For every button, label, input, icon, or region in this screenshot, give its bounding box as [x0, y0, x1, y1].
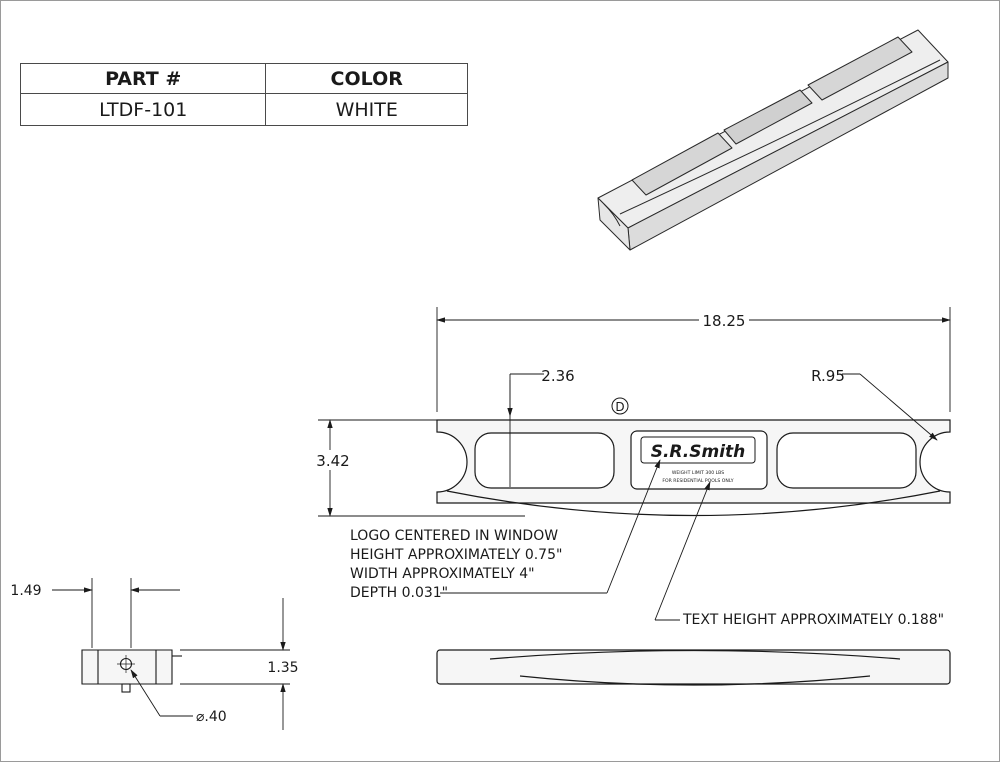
side-view-tab [121, 683, 131, 693]
part-table: PART # COLOR LTDF-101 WHITE [19, 63, 468, 126]
datum-circle [611, 397, 629, 415]
color-header-cell: COLOR [265, 63, 468, 94]
hole-diameter-label: ⌀.40 [196, 709, 227, 725]
top-view: S.R.Smith WEIGHT LIMIT 300 LBS FOR RESID… [436, 419, 951, 517]
datum-label: D [615, 400, 624, 414]
front-view-body [436, 649, 951, 685]
side-width-label: 1.49 [10, 583, 41, 599]
iso-logo-window [723, 89, 813, 145]
front-view-bottom-curve [519, 675, 871, 686]
side-width-dimension [52, 578, 180, 648]
width-dimension [313, 419, 525, 517]
logo-note-line3: WIDTH APPROXIMATELY 4" [350, 566, 535, 582]
logo-note-line2: HEIGHT APPROXIMATELY 0.75" [350, 547, 562, 563]
step-front-edge [446, 490, 941, 517]
window-inset-label: 2.36 [541, 367, 574, 385]
window-left [474, 432, 615, 489]
window-right [776, 432, 917, 489]
side-view [81, 649, 182, 693]
iso-end-face [597, 197, 631, 251]
iso-window-left [631, 132, 733, 196]
logo-note-line1: LOGO CENTERED IN WINDOW [350, 528, 558, 544]
length-dimension [436, 307, 951, 412]
text-height-note: TEXT HEIGHT APPROXIMATELY 0.188" [682, 612, 944, 628]
part-number-cell: LTDF-101 [19, 93, 267, 126]
width-label: 3.42 [316, 452, 349, 470]
logo-brand: S.R.Smith [651, 442, 746, 462]
text-height-leader [654, 481, 711, 621]
window-inset-dimension [507, 373, 544, 487]
radius-leader [842, 373, 938, 441]
isometric-view [597, 29, 949, 251]
front-view-top-curve [489, 649, 901, 660]
hole-leader [130, 669, 193, 717]
side-height-dimension [180, 598, 290, 730]
side-height-label: 1.35 [267, 660, 298, 676]
logo-note-leader [440, 459, 661, 594]
iso-window-right [807, 36, 913, 101]
front-view [436, 649, 951, 686]
iso-notch [603, 203, 621, 227]
length-label: 18.25 [703, 312, 746, 330]
logo-text-line2: FOR RESIDENTIAL POOLS ONLY [662, 478, 733, 484]
iso-top-edge-curve [619, 59, 941, 215]
logo-note-line4: DEPTH 0.031" [350, 585, 448, 601]
logo-plate [640, 436, 756, 464]
color-cell: WHITE [265, 93, 468, 126]
radius-label: R.95 [811, 367, 845, 385]
logo-text-line1: WEIGHT LIMIT 300 LBS [672, 470, 724, 476]
